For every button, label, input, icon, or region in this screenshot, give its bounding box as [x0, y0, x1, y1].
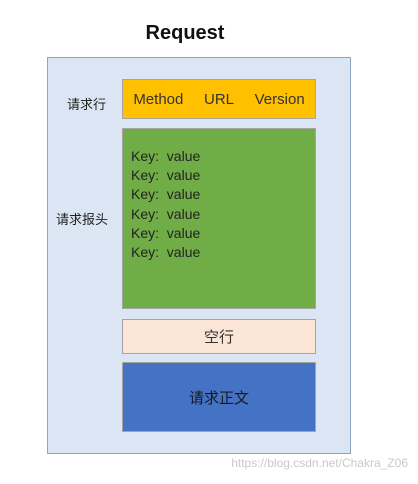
version-text: Version — [254, 90, 305, 108]
header-row: Key: value — [131, 205, 315, 224]
header-key: Key: — [131, 186, 160, 203]
header-row: Key: value — [131, 185, 315, 204]
request-line-box: Method URL Version — [122, 79, 316, 119]
header-row: Key: value — [131, 243, 315, 262]
header-key: Key: — [131, 167, 160, 184]
header-key: Key: — [131, 224, 160, 241]
header-value: value — [166, 243, 201, 260]
header-row: Key: value — [131, 147, 315, 166]
header-value: value — [166, 148, 201, 164]
header-key: Key: — [131, 148, 160, 164]
header-key: Key: — [131, 243, 160, 260]
request-line-label: 请求行 — [67, 98, 107, 113]
header-row: Key: value — [131, 224, 315, 243]
url-text: URL — [203, 90, 234, 108]
header-value: value — [166, 167, 201, 184]
header-row: Key: value — [131, 166, 315, 185]
method-text: Method — [133, 90, 184, 108]
blank-line-box: 空行 — [122, 319, 316, 354]
header-value: value — [166, 205, 201, 222]
watermark: https://blog.csdn.net/Chakra_Z06 — [231, 456, 408, 470]
diagram-title: Request — [145, 22, 225, 44]
request-headers-box: Key: value Key: value Key: value Key: va… — [122, 128, 316, 309]
header-value: value — [166, 224, 201, 241]
request-headers-label: 请求报头 — [56, 213, 109, 228]
header-value: value — [166, 186, 201, 203]
header-key: Key: — [131, 205, 160, 222]
request-body-box: 请求正文 — [122, 362, 316, 432]
